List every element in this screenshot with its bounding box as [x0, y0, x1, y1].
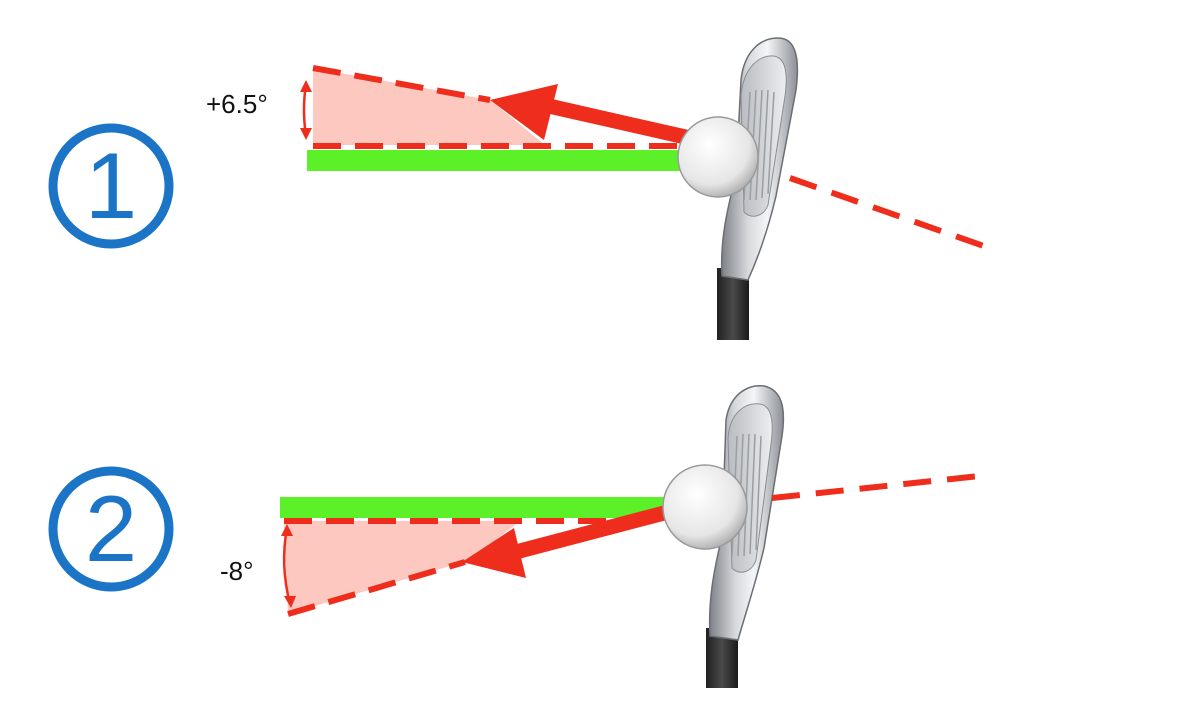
target-line-2 [280, 497, 675, 518]
target-line-1 [307, 150, 692, 171]
panel-2: 2 [48, 385, 981, 688]
panel-number-1: 1 [85, 133, 137, 238]
panel-1: 1 [48, 37, 996, 340]
angle-line-2 [287, 559, 466, 617]
angle-label-1: +6.5° [206, 89, 268, 119]
club-path-line-2 [771, 473, 981, 501]
club-path-line-1 [789, 175, 996, 253]
badge-circle-icon [48, 466, 174, 592]
panel-number-badge-2: 2 [48, 466, 174, 592]
launch-angle-wedge-1 [313, 68, 545, 145]
launch-direction-arrow-2 [462, 504, 670, 578]
launch-direction-arrow-1 [490, 84, 692, 146]
golf-ball-icon [677, 116, 759, 198]
golf-ball-icon [662, 464, 748, 550]
panel-number-2: 2 [85, 476, 137, 581]
angle-indicator-1 [300, 80, 312, 140]
angle-line-1 [312, 65, 491, 103]
angle-label-2: -8° [220, 556, 254, 586]
panel-number-badge-1: 1 [48, 123, 174, 249]
angle-indicator-2 [281, 524, 296, 608]
badge-circle-icon [48, 123, 174, 249]
launch-angle-wedge-2 [284, 521, 520, 614]
